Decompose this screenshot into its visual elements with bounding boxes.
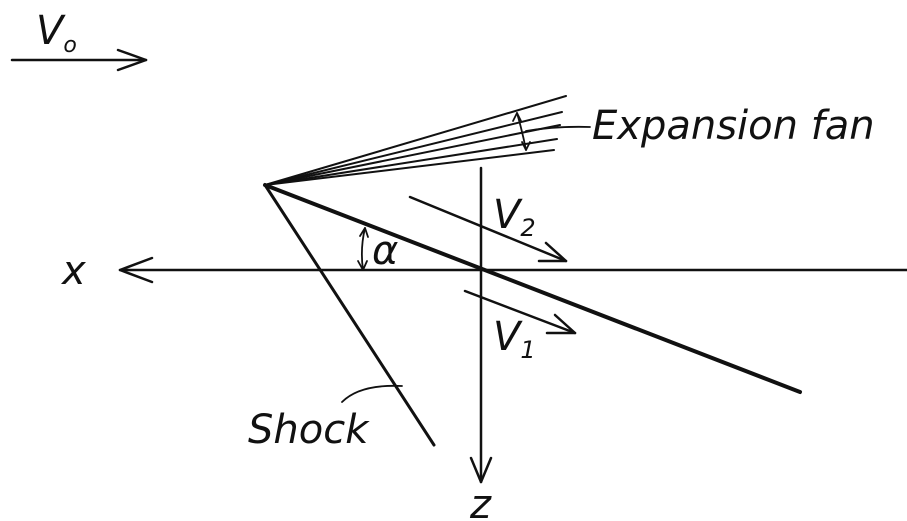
shock-line <box>263 183 436 447</box>
z-axis <box>469 166 493 484</box>
expansion-fan-arc <box>512 112 531 151</box>
expansion-fan-label: Expansion fan <box>592 103 875 149</box>
x-axis-label: x <box>60 248 86 294</box>
alpha-label: α <box>372 228 398 274</box>
v1-label: V1 <box>493 314 536 364</box>
shock-label: Shock <box>248 407 370 453</box>
freestream-subscript: o <box>63 33 76 58</box>
v1-subscript: 1 <box>520 336 535 364</box>
flat-plate <box>263 183 802 394</box>
freestream-label: Vo <box>36 8 77 58</box>
alpha-arc <box>357 227 369 271</box>
freestream-arrow <box>10 48 148 72</box>
v2-arrow <box>408 195 568 263</box>
v1-arrow <box>463 289 577 335</box>
expansion-fan-leader <box>525 125 591 132</box>
x-axis <box>118 256 907 284</box>
v2-subscript: 2 <box>520 214 535 242</box>
shock-leader <box>341 384 403 403</box>
expansion-fan <box>264 95 567 186</box>
z-axis-label: z <box>469 482 492 521</box>
v2-label: V2 <box>493 192 536 242</box>
